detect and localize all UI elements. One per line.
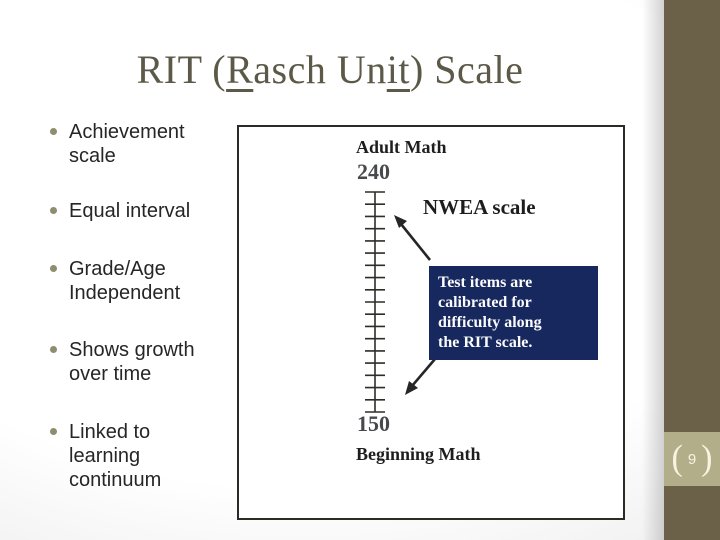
arrowhead-up-icon: [394, 215, 407, 228]
sidebar-accent-bar: ( 9 ): [664, 0, 720, 540]
bullet-label: Grade/Age Independent: [69, 258, 181, 304]
callout-box: Test items are calibrated for difficulty…: [429, 266, 598, 360]
list-item: Achievement scale: [48, 120, 233, 168]
scale-name-label: NWEA scale: [423, 195, 536, 219]
list-item: Grade/Age Independent: [48, 257, 233, 305]
title-segment: RIT (: [136, 47, 227, 92]
arrowhead-down-icon: [405, 381, 418, 395]
bracket-left-icon: (: [671, 439, 683, 478]
slide-title: RIT (Rasch Unit) Scale: [0, 46, 660, 93]
bullet-label: Achievement scale: [69, 121, 185, 167]
title-segment-underlined: R: [226, 47, 254, 92]
list-item: Shows growth over time: [48, 338, 233, 386]
title-segment-underlined: it: [386, 47, 410, 92]
bullet-icon: [50, 128, 57, 135]
page-number-badge: ( 9 ): [664, 432, 720, 486]
title-segment: ) Scale: [409, 47, 524, 92]
scale-top-label: Adult Math: [356, 137, 447, 157]
callout-line: difficulty along: [438, 314, 542, 331]
bullet-label: Shows growth over time: [69, 339, 195, 385]
callout-line: calibrated for: [438, 294, 532, 311]
callout-line: the RIT scale.: [438, 334, 533, 351]
list-item: Linked to learning continuum: [48, 420, 233, 492]
bullet-label: Linked to learning continuum: [69, 421, 162, 491]
bracket-right-icon: ): [701, 439, 713, 478]
callout-line: Test items are: [438, 274, 533, 291]
bullet-icon: [50, 346, 57, 353]
scale-bottom-label: Beginning Math: [356, 444, 481, 464]
title-segment: asch Un: [253, 47, 387, 92]
content-edge-shadow: [642, 0, 664, 540]
bullet-icon: [50, 207, 57, 214]
bullet-icon: [50, 265, 57, 272]
rit-scale-diagram: Adult Math 240 NWEA scale Test items are…: [237, 125, 625, 520]
bullet-icon: [50, 428, 57, 435]
scale-bottom-value: 150: [357, 411, 390, 436]
rit-scale-ruler: [362, 190, 388, 414]
scale-top-value: 240: [357, 159, 390, 184]
list-item: Equal interval: [48, 199, 233, 223]
bullet-label: Equal interval: [69, 200, 191, 222]
page-number: 9: [687, 450, 697, 468]
